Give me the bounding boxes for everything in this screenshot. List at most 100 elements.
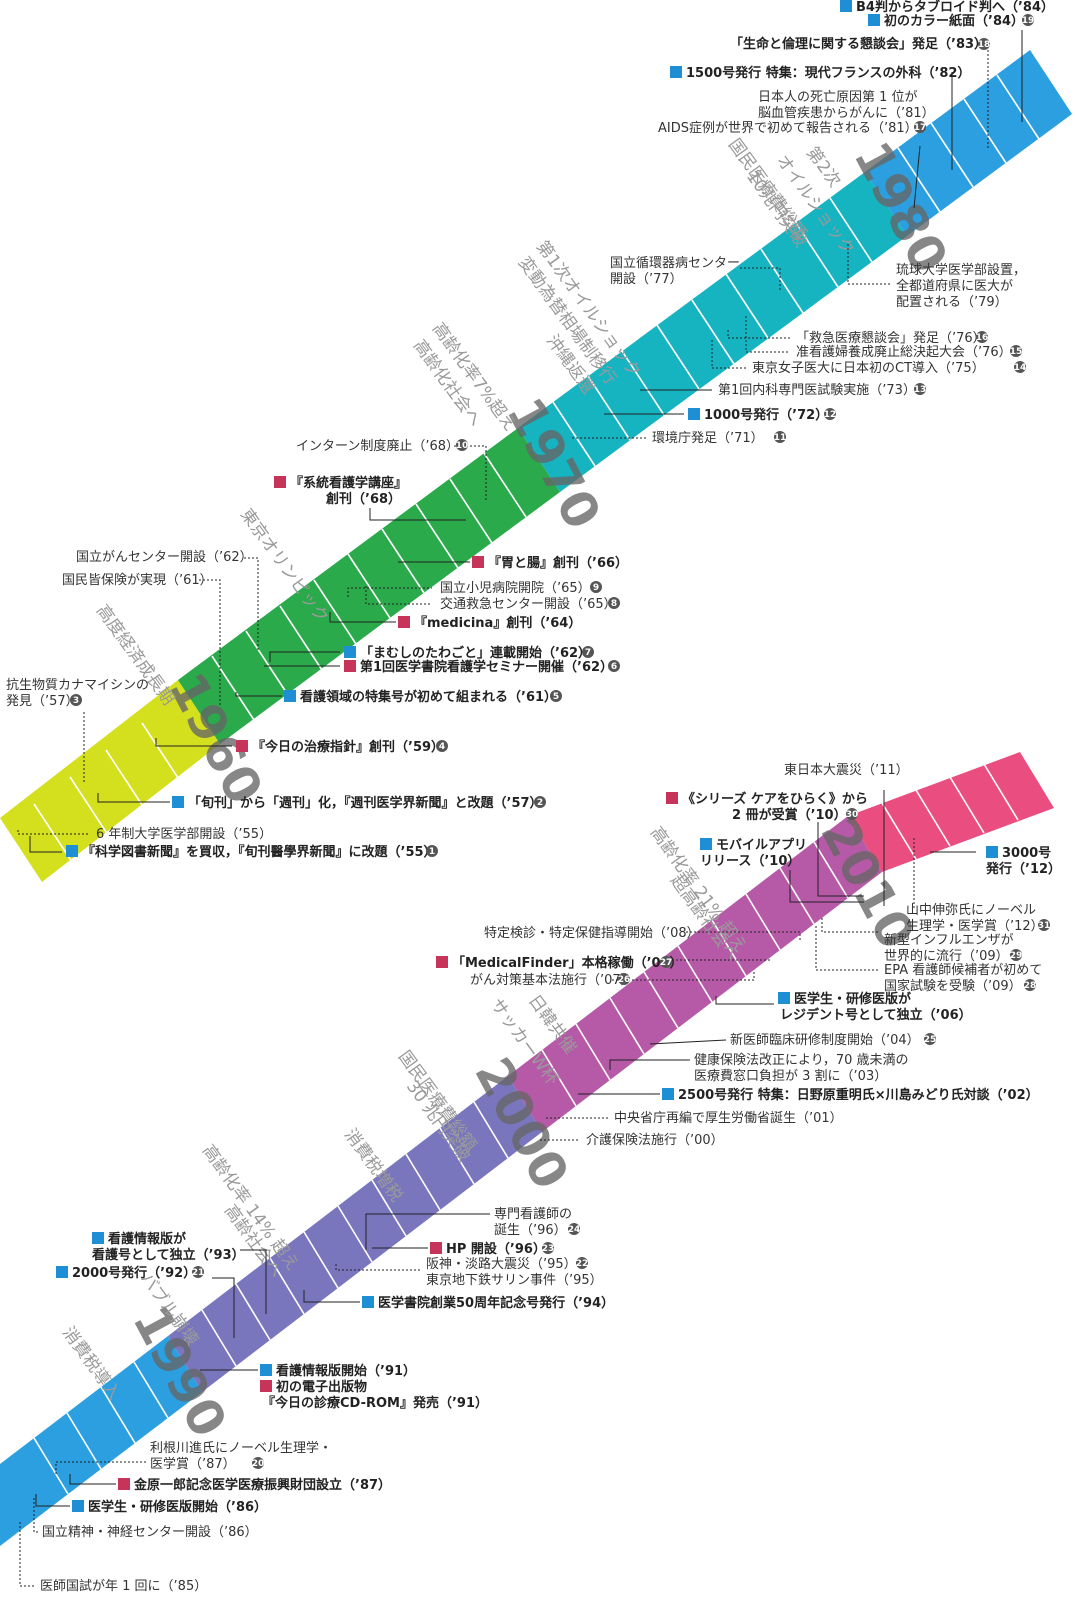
- event-nursing-info-edition: 看護情報版開始（’91）: [276, 1363, 416, 1379]
- event-nursing-edition-independent-2: 看護号として独立（’93）: [92, 1247, 245, 1263]
- number-badge: [590, 581, 602, 593]
- event-labels: 6 年制大学医学部開設（’55） 『科学図書新聞』を買収，『旬刊醫學界新聞』に改…: [6, 0, 1061, 1594]
- new-icon: [92, 1232, 104, 1244]
- number-badge: [618, 973, 630, 985]
- new-icon: [284, 690, 296, 702]
- event-mamushi-series: 「まむしのたわごと」連載開始（’62）: [360, 645, 591, 661]
- badge-number: 23: [542, 1244, 555, 1254]
- event-trauma-center: 交通救急センター開設（’65）: [440, 596, 617, 612]
- event-ryukyu-univ: 琉球大学医学部設置，: [896, 262, 1026, 278]
- book-icon: [398, 616, 410, 628]
- number-badge: [978, 38, 990, 50]
- book-icon: [436, 956, 448, 968]
- event-cd-rom: 『今日の診療CD-ROM』発売（’91）: [262, 1395, 488, 1411]
- badge-number: 21: [192, 1268, 205, 1278]
- badge-number: 9: [593, 583, 599, 593]
- event-national-exam-once: 医師国試が年 1 回に（’85）: [40, 1578, 207, 1594]
- number-badge: [976, 331, 988, 343]
- book-icon: [274, 476, 286, 488]
- number-badge: [252, 1457, 264, 1469]
- event-kanamycin-2: 発見（’57）: [6, 694, 79, 709]
- event-kanamycin: 抗生物質カナマイシンの: [6, 678, 149, 693]
- event-mhlw-born: 中央省庁再編で厚生労働省誕生（’01）: [614, 1110, 843, 1126]
- event-neuro-center: 国立精神・神経センター開設（’86）: [42, 1524, 258, 1540]
- event-internal-med-exam: 第1回内科専門医試験実施（’73）: [718, 382, 916, 398]
- event-care-series-award: 《シリーズ ケアをひらく》から: [682, 791, 868, 807]
- event-kanehara-foundation: 金原一郎記念医学医療振興財団設立（’87）: [133, 1477, 391, 1493]
- badge-number: 1: [429, 847, 435, 857]
- badge-number: 31: [1038, 921, 1051, 931]
- event-ryukyu-univ-3: 配置される（’79）: [896, 295, 1008, 310]
- number-badge: [582, 646, 594, 658]
- badge-number: 28: [1024, 981, 1037, 991]
- event-yamanaka-nobel-2: 生理学・医学賞（’12）: [906, 918, 1044, 934]
- event-nursing-seminar: 第1回医学書院看護学セミナー開催（’62）: [360, 659, 613, 675]
- upper-band: [0, 50, 1072, 882]
- badge-number: 15: [1010, 347, 1023, 357]
- badge-number: 20: [252, 1459, 265, 1469]
- event-kagaku-tosho-shinbun: 『科学図書新聞』を買収，『旬刊醫學界新聞』に改題（’55）: [82, 844, 437, 860]
- new-icon: [66, 845, 78, 857]
- badge-number: 8: [611, 599, 617, 609]
- event-3000th-issue-2: 発行（’12）: [985, 861, 1061, 877]
- event-2500th-issue: 2500号発行 特集：日野原重明氏×川島みどり氏対談（’02）: [678, 1087, 1039, 1103]
- number-badge: [608, 597, 620, 609]
- new-icon: [344, 646, 356, 658]
- badge-number: 7: [585, 648, 591, 658]
- event-intern-abolished: インターン制度廃止（’68）: [296, 438, 459, 454]
- badge-number: 4: [439, 742, 445, 752]
- badge-number: 2: [537, 798, 543, 808]
- badge-number: 11: [774, 433, 787, 443]
- new-icon: [362, 1296, 374, 1308]
- event-tonegawa-nobel: 利根川進氏にノーベル生理学・: [150, 1440, 332, 1456]
- number-badge: [1022, 14, 1034, 26]
- band-ticks-upper: [33, 74, 1040, 869]
- event-nursing-special: 看護領域の特集号が初めて組まれる（’61）: [300, 689, 557, 705]
- event-universal-insurance: 国民皆保険が実現（’61）: [62, 572, 213, 588]
- event-insurance-reform: 健康保険法改正により，70 歳未満の: [694, 1052, 909, 1068]
- event-tabloid: B4判からタブロイド判へ（’84）: [856, 0, 1054, 15]
- book-icon: [118, 1478, 130, 1490]
- event-resident-edition-2: レジデント号として独立（’06）: [780, 1007, 972, 1023]
- new-icon: [662, 1088, 674, 1100]
- badge-number: 6: [611, 662, 617, 672]
- number-badge: [534, 796, 546, 808]
- event-health-checkup: 特定検診・特定保健指導開始（’08）: [484, 925, 700, 941]
- event-cns-nurse-2: 誕生（’96）: [494, 1223, 567, 1238]
- event-great-east-japan-earthquake: 東日本大震災（’11）: [784, 762, 909, 778]
- band-1980s: [865, 50, 1072, 236]
- number-badge: [924, 1033, 936, 1045]
- event-6yr-med-school: 6 年制大学医学部開設（’55）: [96, 826, 272, 842]
- new-icon: [670, 66, 682, 78]
- event-2000th-issue: 2000号発行（’92）: [72, 1265, 196, 1281]
- bg-event: 消費税導入: [58, 1323, 124, 1404]
- event-aids: AIDS症例が世界で初めて報告される（’81）: [658, 121, 918, 136]
- new-icon: [700, 838, 712, 850]
- badge-number: 10: [456, 441, 469, 451]
- event-medicina: 『medicina』創刊（’64）: [414, 615, 581, 631]
- event-care-insurance: 介護保険法施行（’00）: [586, 1132, 724, 1148]
- book-icon: [472, 556, 484, 568]
- book-icon: [236, 740, 248, 752]
- event-epa-nurses: EPA 看護師候補者が初めて: [884, 962, 1042, 978]
- event-tonegawa-nobel-2: 医学賞（’87）: [150, 1456, 236, 1472]
- event-insurance-reform-2: 医療費窓口負担が 3 割に（’03）: [694, 1068, 887, 1084]
- badge-number: 16: [976, 333, 989, 343]
- event-care-series-award-2: 2 冊が受賞（’10）: [732, 807, 847, 823]
- badge-number: 26: [618, 975, 631, 985]
- badge-number: 19: [1022, 16, 1035, 26]
- event-mobile-app: モバイルアプリ: [716, 838, 807, 853]
- event-cardio-center: 国立循環器病センター: [610, 256, 740, 271]
- event-first-ct: 東京女子医大に日本初のCT導入（’75）: [752, 360, 985, 376]
- event-first-color: 初のカラー紙面（’84）: [884, 13, 1024, 29]
- number-badge: [568, 1223, 580, 1235]
- event-1500th-issue: 1500号発行 特集：現代フランスの外科（’82）: [686, 65, 970, 81]
- event-cancer-center: 国立がんセンター開設（’62）: [76, 549, 253, 565]
- lower-band: [0, 752, 1054, 1546]
- book-icon: [430, 1242, 442, 1254]
- event-pandemic-flu: 新型インフルエンザが: [884, 932, 1014, 948]
- new-icon: [778, 992, 790, 1004]
- event-nursing-course-2: 創刊（’68）: [325, 491, 401, 507]
- event-nursing-edition-independent: 看護情報版が: [108, 1231, 186, 1247]
